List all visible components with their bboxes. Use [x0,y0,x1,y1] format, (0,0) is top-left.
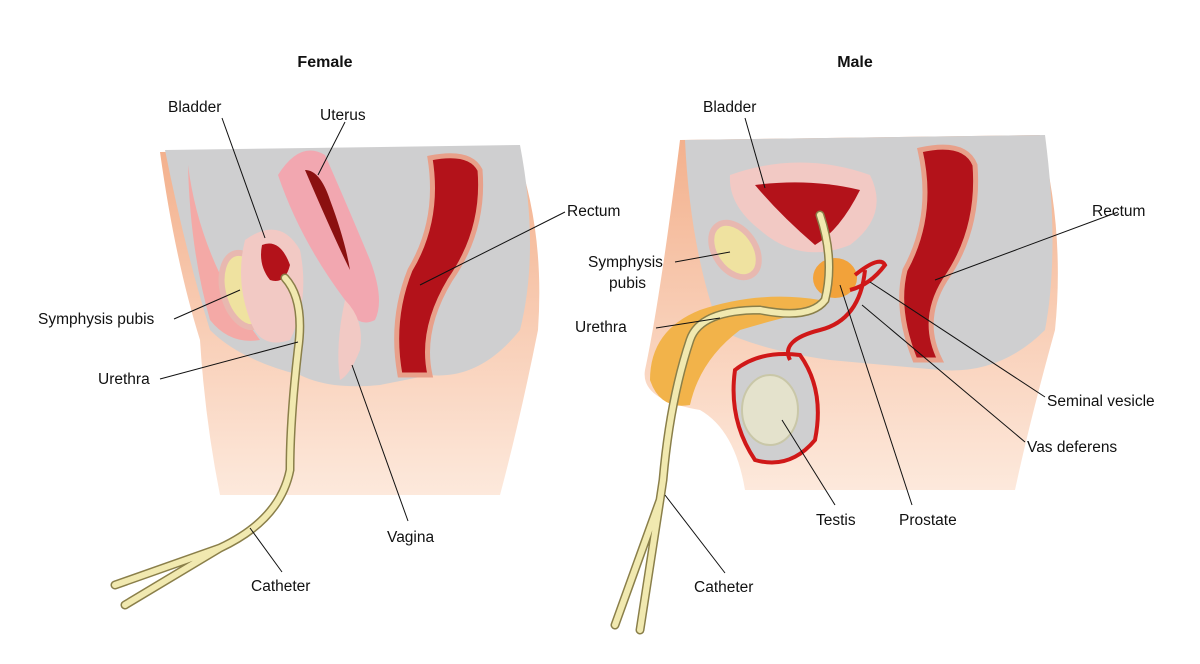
male-prostate [813,258,857,298]
label-female-vagina: Vagina [387,529,434,546]
female-rectum [394,153,484,378]
label-female-bladder: Bladder [168,99,221,116]
female-bladder-lumen [261,243,290,281]
male-bladder-lumen [755,182,860,245]
label-male-seminal-vesicle: Seminal vesicle [1047,393,1155,410]
leader-male-bladder [744,117,766,189]
label-female-uterus: Uterus [320,107,366,124]
label-male-symphysis-line1: Symphysis [588,254,663,271]
leader-male-symphysis [674,251,731,263]
female-catheter-fill [112,275,303,608]
female-uterus-cavity [305,170,350,270]
leader-male-rectum [934,211,1119,281]
label-male-symphysis-line2: pubis [609,275,646,292]
label-male-bladder: Bladder [703,99,756,116]
male-testis [741,374,799,446]
male-catheter-fill [612,212,832,633]
leader-male-urethra [655,317,721,329]
male-symphysis-pubis [708,219,762,281]
female-title: Female [297,54,352,71]
label-female-catheter: Catheter [251,578,310,595]
label-male-prostate: Prostate [899,512,957,529]
leader-female-rectum [419,211,566,286]
male-penis [650,296,820,406]
leader-female-catheter [249,527,283,573]
leader-female-uterus [317,121,346,176]
leader-female-urethra [159,341,299,380]
label-female-symphysis-pubis: Symphysis pubis [38,311,155,328]
leader-female-symphysis [173,289,241,320]
leader-male-seminal-vesicle [869,281,1046,398]
label-female-urethra: Urethra [98,371,150,388]
leader-male-prostate [839,284,913,506]
label-male-testis: Testis [816,512,856,529]
female-panel: Female Bladder Uterus Rectum Symphysis p… [38,54,620,610]
leader-male-testis [781,419,836,506]
female-abdominal-wall [188,165,260,341]
label-male-catheter: Catheter [694,579,753,596]
leader-female-vagina [351,364,409,522]
label-male-vas-deferens: Vas deferens [1027,439,1117,456]
label-male-urethra: Urethra [575,319,627,336]
female-bladder [241,229,304,343]
leader-female-bladder [221,117,266,239]
male-seminal-vesicle-and-vas-deferens [786,259,888,361]
leader-male-catheter [664,494,726,574]
label-male-rectum: Rectum [1092,203,1145,220]
label-female-rectum: Rectum [567,203,620,220]
female-vagina [338,300,361,380]
leader-male-vas-deferens [861,304,1026,443]
male-panel: Male Bladder Symphysis pubis Urethra Rec… [575,54,1155,635]
male-rectum [899,144,979,363]
male-title: Male [837,54,873,71]
female-uterus [278,150,379,323]
